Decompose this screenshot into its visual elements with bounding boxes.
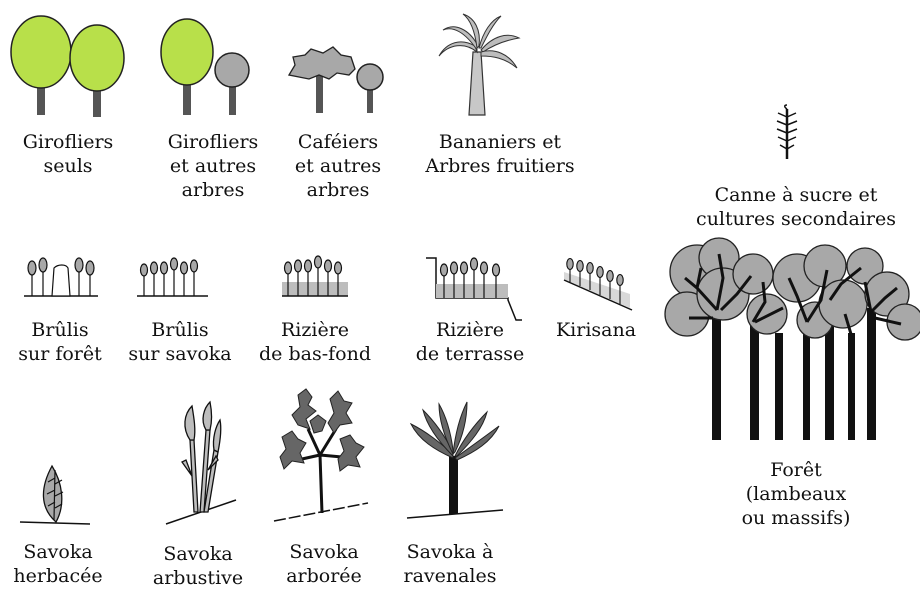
label-riziere-terrasse: Rizière de terrasse bbox=[415, 319, 525, 365]
label-savoka-arbustive: Savoka arbustive bbox=[152, 543, 244, 589]
label-kirisana: Kirisana bbox=[555, 319, 637, 341]
shrub-savoka-icon bbox=[165, 400, 237, 525]
ravenala-savoka-icon bbox=[406, 401, 504, 519]
label-canne-a-sucre: Canne à sucre et cultures secondaires bbox=[696, 184, 896, 230]
label-savoka-herbacee: Savoka herbacée bbox=[13, 541, 103, 587]
label-savoka-arboree: Savoka arborée bbox=[286, 541, 362, 587]
label-bananiers: Bananiers et Arbres fruitiers bbox=[425, 131, 575, 177]
label-girofliers-autres-arbres: Girofliers et autres arbres bbox=[167, 131, 259, 201]
herbaceous-savoka-icon bbox=[19, 464, 91, 525]
label-foret: Forêt (lambeaux ou massifs) bbox=[741, 459, 851, 529]
label-cafeiers-autres-arbres: Caféiers et autres arbres bbox=[294, 131, 382, 201]
terrace-rice-icon bbox=[426, 257, 522, 321]
clove-and-other-trees-icon bbox=[160, 18, 250, 115]
forest-icon bbox=[664, 237, 920, 440]
slash-burn-forest-icon bbox=[24, 257, 98, 297]
label-riziere-bas-fond: Rizière de bas-fond bbox=[259, 319, 371, 365]
coffee-and-other-trees-icon bbox=[287, 46, 384, 113]
two-clove-trees-icon bbox=[10, 15, 125, 117]
lowland-rice-icon bbox=[282, 255, 348, 297]
label-brulis-sur-foret: Brûlis sur forêt bbox=[18, 319, 102, 365]
label-brulis-sur-savoka: Brûlis sur savoka bbox=[128, 319, 232, 365]
kirisana-icon bbox=[563, 257, 633, 311]
sugar-cane-icon bbox=[776, 104, 798, 159]
label-savoka-ravenales: Savoka à ravenales bbox=[403, 541, 497, 587]
banana-tree-icon bbox=[438, 13, 521, 116]
slash-burn-savoka-icon bbox=[137, 257, 208, 297]
tree-savoka-icon bbox=[273, 388, 369, 522]
label-girofliers-seuls: Girofliers seuls bbox=[22, 131, 114, 177]
